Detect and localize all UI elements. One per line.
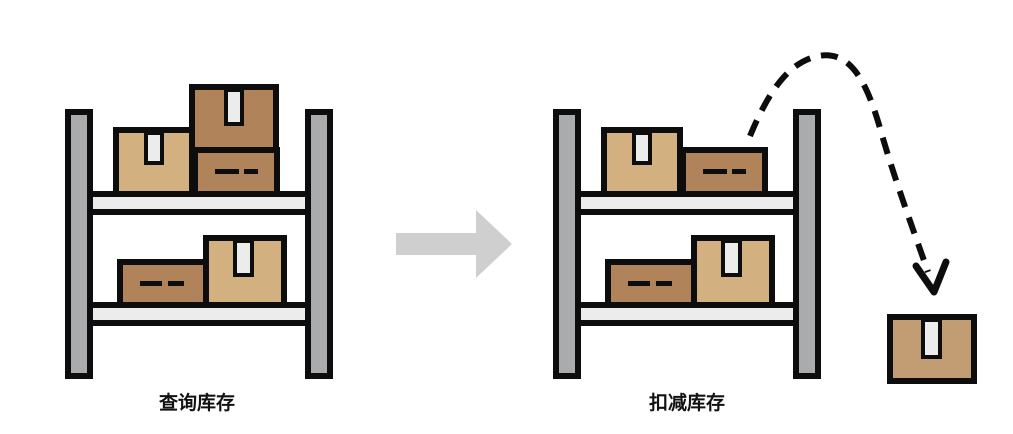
arrow-right-icon <box>396 210 512 278</box>
dashed-trajectory-arrow <box>747 52 950 296</box>
right-box-light-top <box>601 127 683 197</box>
right-box-light-bottom <box>691 235 775 308</box>
left-shelf <box>65 84 333 379</box>
right-shelf-post-right <box>793 109 821 379</box>
right-shelf <box>553 109 821 379</box>
left-shelf-post-right <box>305 109 333 379</box>
left-box-light-top <box>113 127 195 197</box>
left-caption: 查询库存 <box>158 391 235 414</box>
right-box-dark-top <box>680 147 768 197</box>
left-box-light-bottom <box>203 235 287 308</box>
left-box-stacked <box>189 84 279 153</box>
right-box-dark-bottom <box>605 259 697 308</box>
right-caption: 扣减库存 <box>649 391 725 414</box>
right-shelf-post-left <box>553 109 581 379</box>
left-box-dark-top <box>192 147 280 197</box>
left-shelf-post-left <box>65 109 93 379</box>
left-box-dark-bottom <box>117 259 209 308</box>
cardboard-box-icon <box>887 314 977 384</box>
